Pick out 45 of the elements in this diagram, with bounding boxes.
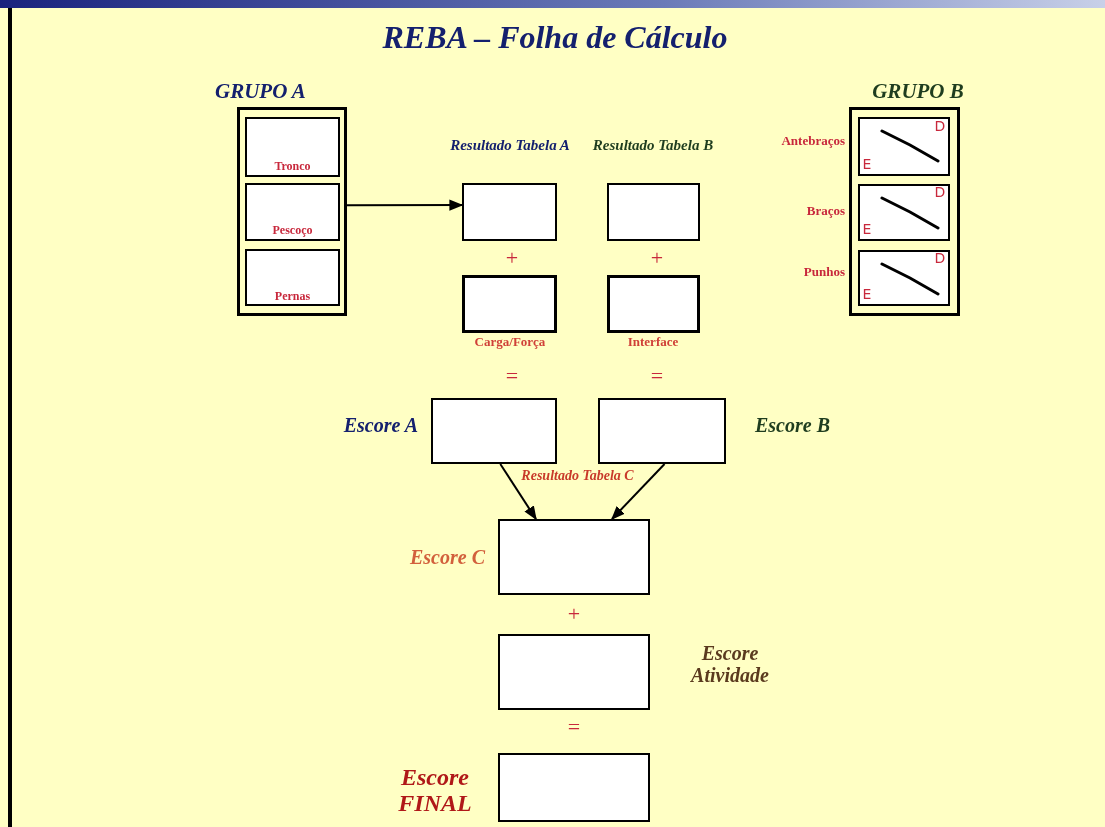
body-part-box: [245, 249, 340, 306]
body-part-box: [245, 117, 340, 177]
side-letter: D: [933, 185, 947, 201]
score-box: [598, 398, 726, 464]
operator-sign: =: [504, 364, 520, 389]
table-label: Resultado Tabela B: [591, 137, 715, 154]
body-part-label: Pescoço: [271, 224, 314, 238]
table-label: Resultado Tabela A: [449, 137, 571, 154]
group-heading: GRUPO A: [215, 80, 307, 104]
body-part-box: [245, 183, 340, 241]
body-part-label: Braços: [805, 204, 845, 219]
side-letter: E: [861, 157, 873, 173]
side-letter: E: [861, 287, 873, 303]
operator-sign: +: [566, 602, 582, 627]
body-part-box: [858, 184, 950, 241]
table-label: Interface: [626, 335, 680, 350]
side-letter: E: [861, 222, 873, 238]
score-box: [498, 634, 650, 710]
group-heading: GRUPO B: [871, 80, 965, 104]
operator-sign: +: [649, 246, 665, 271]
score-box: [498, 519, 650, 595]
note-label: Resultado Tabela C: [520, 468, 635, 484]
title: REBA – Folha de Cálculo: [381, 20, 729, 56]
body-part-label: Punhos: [802, 265, 845, 280]
arrow: [499, 463, 537, 521]
score-label: Escore B: [755, 414, 831, 436]
arrow: [611, 463, 666, 520]
score-label: Escore Atividade: [689, 642, 770, 686]
table-label: Carga/Força: [473, 335, 547, 350]
operator-sign: +: [504, 246, 520, 271]
body-part-label: Pernas: [273, 290, 312, 304]
operator-sign: =: [649, 364, 665, 389]
body-part-box: [858, 250, 950, 306]
body-part-box: [858, 117, 950, 176]
score-label: Escore A: [342, 414, 418, 436]
score-label: Escore FINAL: [397, 764, 473, 817]
operator-sign: =: [566, 715, 582, 740]
side-letter: D: [933, 119, 947, 135]
body-part-label: Tronco: [273, 160, 312, 174]
score-label: Escore C: [409, 546, 485, 568]
score-box: [498, 753, 650, 822]
side-letter: D: [933, 251, 947, 267]
arrow: [346, 199, 464, 211]
score-box: [431, 398, 557, 464]
body-part-label: Antebraços: [780, 134, 845, 149]
